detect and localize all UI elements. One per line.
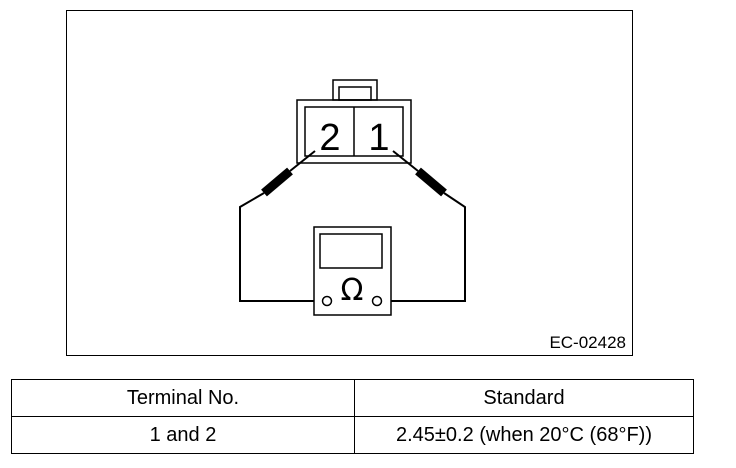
header-terminal: Terminal No. [11,379,355,417]
right-probe [382,150,466,302]
meter-display [319,233,383,269]
meter-terminal-left [321,295,333,307]
header-standard: Standard [354,379,694,417]
ohm-symbol: Ω [341,273,364,308]
right-lead-wire [382,192,466,302]
circuit-diagram: 2 1 Ω [239,79,466,316]
figure-frame [66,10,633,356]
cell-standard: 2.45±0.2 (when 20°C (68°F)) [354,416,694,454]
left-lead-wire [239,192,322,302]
meter-terminal-right [371,295,383,307]
pin-1-label: 1 [368,117,389,159]
connector-latch-inner [338,86,372,101]
spec-table: Terminal No. Standard 1 and 2 2.45±0.2 (… [11,379,694,454]
figure-code: EC-02428 [549,333,626,352]
connector-housing [296,99,412,164]
connector [296,79,412,164]
cell-terminal: 1 and 2 [11,416,355,454]
left-probe [239,150,322,302]
left-probe-handle [261,167,293,197]
table-header-row: Terminal No. Standard [11,379,694,417]
right-probe-handle [415,167,447,197]
ohmmeter [313,226,392,316]
table-row: 1 and 2 2.45±0.2 (when 20°C (68°F)) [11,416,694,454]
pin-2-label: 2 [319,117,340,159]
